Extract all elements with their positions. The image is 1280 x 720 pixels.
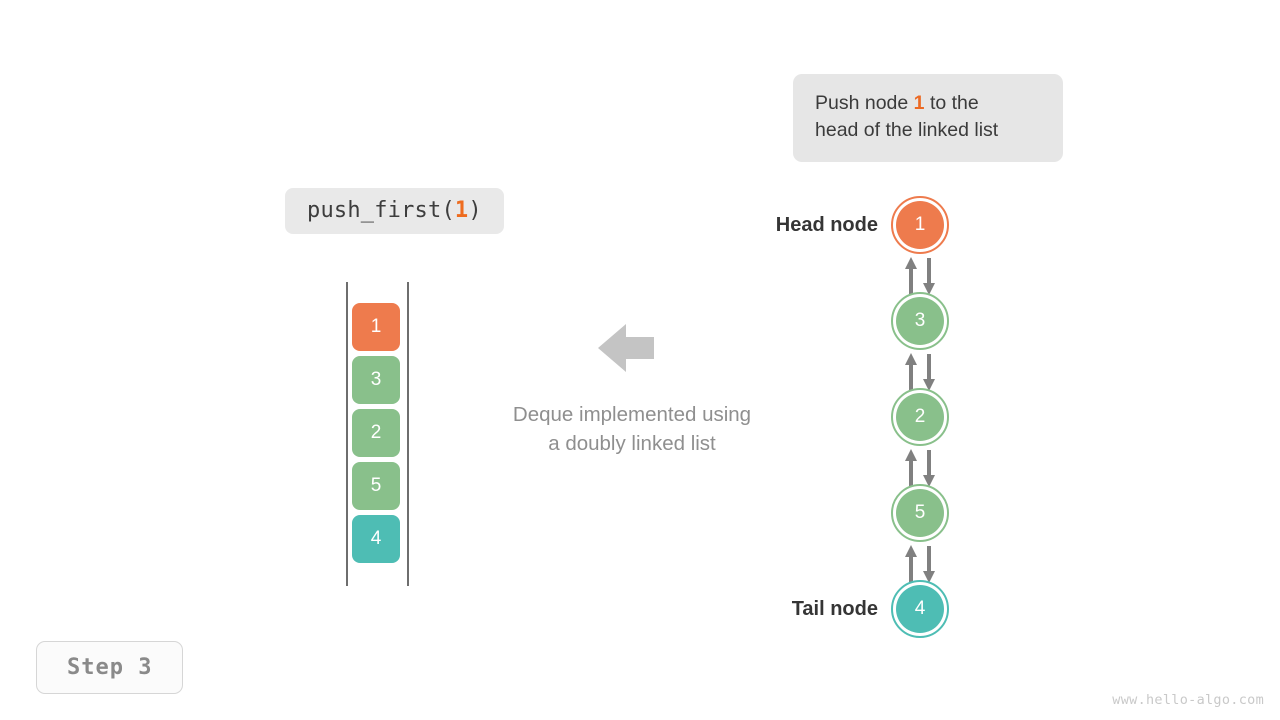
deque-box: 3	[352, 356, 400, 404]
operation-close-paren: )	[468, 198, 482, 223]
callout-text-pre: Push node	[815, 92, 914, 114]
operation-name: push_first(	[307, 198, 455, 223]
linked-list-node-value: 4	[896, 585, 944, 633]
linked-list-node-value: 1	[896, 201, 944, 249]
deque-box-list: 1 3 2 5 4	[352, 303, 400, 563]
deque-box-value: 5	[370, 475, 382, 496]
deque-box-value: 3	[370, 369, 382, 390]
tail-node-label: Tail node	[791, 598, 878, 620]
step-badge: Step 3	[36, 641, 184, 694]
caption-line-2: a doubly linked list	[548, 432, 716, 455]
left-block-arrow-icon	[596, 322, 656, 374]
deque-box: 1	[352, 303, 400, 351]
operation-argument: 1	[454, 198, 469, 223]
linked-list-node: 1	[891, 196, 949, 254]
linked-list-node: 5	[891, 484, 949, 542]
callout-text-post: to the	[924, 92, 979, 114]
operation-label: push_first(1)	[285, 188, 504, 234]
deque-box: 5	[352, 462, 400, 510]
callout-line-2: head of the linked list	[815, 119, 999, 141]
callout-bubble: Push node 1 to the head of the linked li…	[793, 74, 1063, 162]
deque-stack: 1 3 2 5 4	[340, 282, 416, 586]
linked-list-node: 2	[891, 388, 949, 446]
deque-box: 2	[352, 409, 400, 457]
node-link-bidirectional-arrow-icon	[891, 352, 949, 392]
linked-list-node: 3	[891, 292, 949, 350]
head-node-label: Head node	[775, 214, 878, 236]
linked-list-node-value: 5	[896, 489, 944, 537]
deque-box-value: 1	[370, 316, 382, 337]
watermark: www.hello-algo.com	[1112, 692, 1264, 708]
deque-rail-right	[407, 282, 409, 586]
node-link-bidirectional-arrow-icon	[891, 544, 949, 584]
deque-box-value: 2	[370, 422, 382, 443]
deque-rail-left	[346, 282, 348, 586]
node-link-bidirectional-arrow-icon	[891, 448, 949, 488]
diagram-caption: Deque implemented using a doubly linked …	[444, 400, 820, 458]
deque-box: 4	[352, 515, 400, 563]
doubly-linked-list: 1 Head node 3 2 5 4 Tail node	[730, 186, 990, 650]
linked-list-node: 4	[891, 580, 949, 638]
linked-list-node-value: 3	[896, 297, 944, 345]
node-link-bidirectional-arrow-icon	[891, 256, 949, 296]
linked-list-node-value: 2	[896, 393, 944, 441]
deque-box-value: 4	[370, 528, 382, 549]
callout-highlight-value: 1	[913, 92, 925, 114]
caption-line-1: Deque implemented using	[512, 403, 752, 426]
callout-line-1: Push node 1 to the	[815, 90, 1041, 117]
